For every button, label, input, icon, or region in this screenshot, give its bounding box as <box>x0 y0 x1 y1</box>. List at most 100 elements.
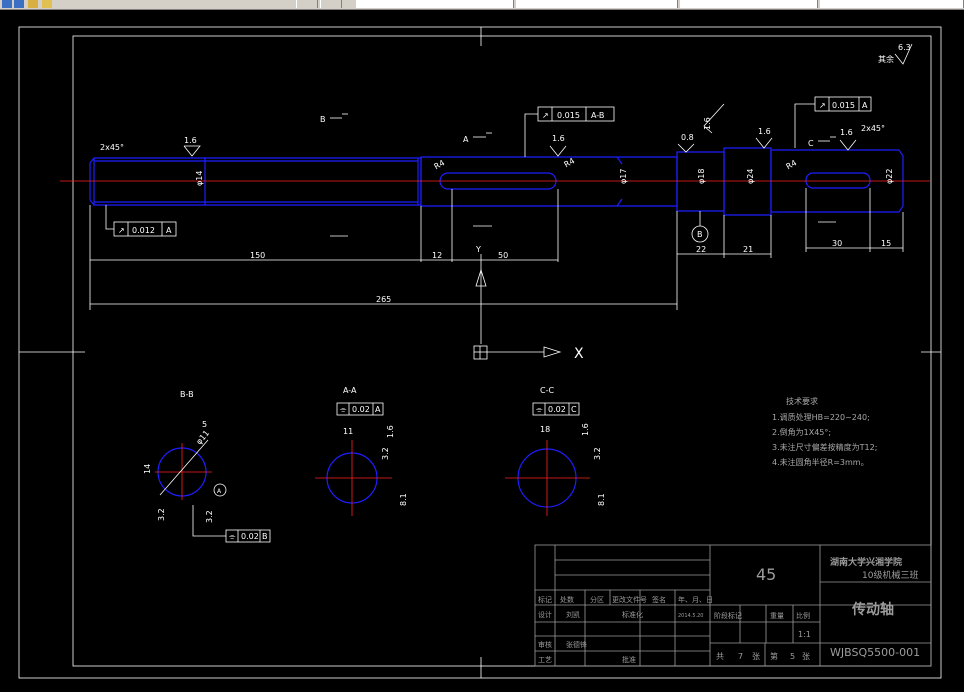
title-block <box>534 544 932 667</box>
toolbar-icon-open[interactable] <box>28 0 38 8</box>
svg-text:1.6: 1.6 <box>840 128 853 137</box>
svg-text:A: A <box>463 135 469 144</box>
svg-text:4.未注圆角半径R=3mm。: 4.未注圆角半径R=3mm。 <box>772 457 869 467</box>
diameter-4: φ24 <box>746 169 755 184</box>
roughness-prefix: 其余 <box>878 54 894 64</box>
svg-text:↗: ↗ <box>819 101 826 110</box>
cad-canvas[interactable]: 6.3 其余 ↗ 0.012 A ↗ 0.015 A-B <box>0 10 964 692</box>
svg-text:标准化: 标准化 <box>622 610 643 619</box>
svg-text:分区: 分区 <box>590 595 604 604</box>
svg-text:审核: 审核 <box>538 640 552 649</box>
layer-dropdown-2[interactable] <box>516 0 678 8</box>
svg-text:3.2: 3.2 <box>205 510 214 523</box>
layer-dropdown-3[interactable] <box>680 0 818 8</box>
radius-2: R4 <box>563 156 577 169</box>
toolbar-icon-undo[interactable] <box>2 0 12 8</box>
tolerance-frame-3: ↗ 0.015 A <box>794 96 872 148</box>
svg-text:0.015: 0.015 <box>832 101 855 110</box>
svg-text:0.02: 0.02 <box>548 405 566 414</box>
svg-text:2.倒角为1X45°;: 2.倒角为1X45°; <box>772 427 831 437</box>
roughness-value: 6.3 <box>898 43 911 52</box>
svg-text:30: 30 <box>832 239 842 248</box>
svg-text:⌯: ⌯ <box>536 405 543 414</box>
svg-text:φ11: φ11 <box>194 429 211 447</box>
svg-text:21: 21 <box>743 245 753 254</box>
svg-text:1.6: 1.6 <box>581 423 590 436</box>
shaft-outline <box>89 147 904 216</box>
layer-dropdown-4[interactable] <box>820 0 964 8</box>
svg-text:批准: 批准 <box>622 655 636 664</box>
svg-text:张: 张 <box>802 652 810 661</box>
technical-requirements: 技术要求 1.调质处理HB=220~240; 2.倒角为1X45°; 3.未注尺… <box>772 396 877 467</box>
section-cc: C-C ⌯ 0.02 C 18 1.6 3.2 8.1 <box>505 386 606 516</box>
section-bb: B-B 5 φ11 14 3.2 3.2 A ⌯ 0.02 B <box>143 390 271 543</box>
svg-text:1.6: 1.6 <box>184 136 197 145</box>
svg-text:1.6: 1.6 <box>703 117 712 130</box>
dimension-lines: 150 12 50 22 21 30 15 265 <box>89 188 904 310</box>
toolbar-strip <box>0 0 964 10</box>
part-name: 传动轴 <box>851 601 894 618</box>
svg-text:8.1: 8.1 <box>399 493 408 506</box>
datum-b: B <box>691 211 709 243</box>
svg-text:A: A <box>862 101 868 110</box>
svg-text:1:1: 1:1 <box>798 630 811 639</box>
svg-text:0.015: 0.015 <box>557 111 580 120</box>
svg-text:2014.5.20: 2014.5.20 <box>678 613 703 619</box>
class-name: 10级机械三班 <box>862 569 918 581</box>
svg-text:C-C: C-C <box>540 386 554 395</box>
ucs-icon: Y X <box>473 245 584 362</box>
svg-text:3.2: 3.2 <box>157 508 166 521</box>
svg-text:B-B: B-B <box>180 390 194 399</box>
svg-text:18: 18 <box>540 425 550 434</box>
svg-text:X: X <box>574 346 584 362</box>
toolbar-button-1[interactable] <box>296 0 318 8</box>
svg-text:标记: 标记 <box>538 595 552 604</box>
toolbar-icon-help[interactable] <box>42 0 52 8</box>
section-aa: A-A ⌯ 0.02 A 11 1.6 3.2 8.1 <box>315 386 408 516</box>
svg-text:C: C <box>571 405 577 414</box>
svg-text:3.2: 3.2 <box>381 447 390 460</box>
svg-text:8.1: 8.1 <box>597 493 606 506</box>
svg-text:B: B <box>697 230 703 239</box>
svg-text:A: A <box>375 405 381 414</box>
svg-text:重量: 重量 <box>770 612 784 620</box>
svg-text:设计: 设计 <box>538 610 552 619</box>
drawing-number: WJBSQ5500-001 <box>830 646 920 659</box>
roughness-marks: 1.6 1.6 0.8 1.6 1.6 1.6 <box>183 103 857 157</box>
svg-text:50: 50 <box>498 251 508 260</box>
svg-text:11: 11 <box>343 427 353 436</box>
svg-text:年、月、日: 年、月、日 <box>678 595 713 604</box>
svg-text:↗: ↗ <box>542 111 549 120</box>
svg-text:A-A: A-A <box>343 386 357 395</box>
svg-text:0.02: 0.02 <box>352 405 370 414</box>
school-name: 湖南大学兴湘学院 <box>830 556 902 568</box>
radius-3: R4 <box>785 158 799 171</box>
svg-text:5: 5 <box>202 420 207 429</box>
layer-dropdown-1[interactable] <box>356 0 514 8</box>
svg-text:B: B <box>262 532 268 541</box>
svg-text:A: A <box>217 488 222 495</box>
svg-text:技术要求: 技术要求 <box>786 396 818 406</box>
tolerance-frame-1: ↗ 0.012 A <box>105 205 177 237</box>
svg-text:0.8: 0.8 <box>681 133 694 142</box>
svg-text:1.调质处理HB=220~240;: 1.调质处理HB=220~240; <box>772 412 870 422</box>
svg-text:15: 15 <box>881 239 891 248</box>
svg-text:22: 22 <box>696 245 706 254</box>
tolerance-frame-2: ↗ 0.015 A-B <box>524 106 615 157</box>
svg-text:3.2: 3.2 <box>593 447 602 460</box>
svg-text:工艺: 工艺 <box>538 656 552 664</box>
diameter-5: φ22 <box>885 169 894 184</box>
svg-text:5: 5 <box>790 652 795 661</box>
svg-text:比例: 比例 <box>796 611 810 620</box>
svg-text:刘凯: 刘凯 <box>566 610 580 619</box>
toolbar-button-2[interactable] <box>320 0 342 8</box>
toolbar-icon-arrow[interactable] <box>56 0 66 8</box>
section-marks: B A C <box>320 113 836 237</box>
cad-drawing-area[interactable]: 6.3 其余 ↗ 0.012 A ↗ 0.015 A-B <box>0 10 964 692</box>
svg-text:签名: 签名 <box>652 595 666 604</box>
chamfer-right: 2x45° <box>861 124 885 133</box>
svg-text:共: 共 <box>716 652 724 661</box>
svg-text:阶段标记: 阶段标记 <box>714 611 742 620</box>
radius-1: R4 <box>433 158 447 171</box>
toolbar-icon-redo[interactable] <box>14 0 24 8</box>
